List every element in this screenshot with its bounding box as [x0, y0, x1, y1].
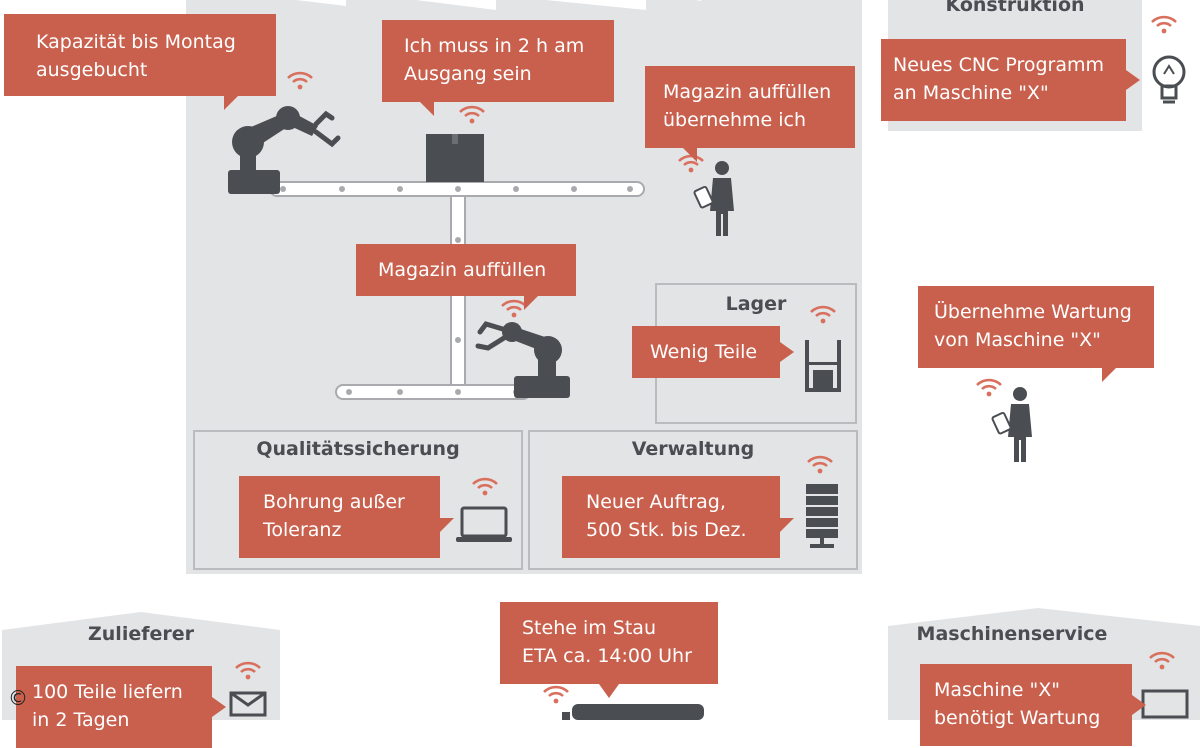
- wifi-icon: [500, 299, 528, 319]
- worker-tablet-icon: [990, 386, 1033, 463]
- wifi-icon: [677, 154, 705, 174]
- qualitaet-title: Qualitätssicherung: [256, 438, 460, 460]
- lager-title: Lager: [725, 293, 787, 315]
- bubble-magazin-uebernehme: Magazin auffüllen übernehme ich: [645, 66, 855, 162]
- laptop-icon: [456, 506, 512, 542]
- bubble-cnc: Neues CNC Programm an Maschine "X": [881, 39, 1140, 121]
- robot-arm-icon: [475, 321, 570, 398]
- bubble-maschine-wartung: Maschine "X" benötigt Wartung: [920, 664, 1146, 746]
- bubble-bohrung: Bohrung außer Toleranz: [239, 476, 454, 558]
- wifi-icon: [1148, 651, 1176, 671]
- box-icon: [426, 134, 484, 182]
- envelope-icon: [229, 691, 267, 717]
- bubble-kapazitaet: Kapazität bis Montag ausgebucht: [4, 14, 276, 110]
- bubble-wenig-teile: Wenig Teile: [632, 326, 794, 378]
- wifi-icon: [234, 661, 262, 681]
- conveyor-icon: [269, 181, 645, 400]
- server-icon: [806, 484, 838, 548]
- bubble-auftrag: Neuer Auftrag, 500 Stk. bis Dez.: [562, 476, 794, 558]
- wifi-icon: [806, 455, 834, 475]
- monitor-icon: [1141, 689, 1189, 719]
- wifi-icon: [809, 305, 837, 325]
- wifi-icon: [1150, 15, 1178, 35]
- bubble-teile-liefern: 100 Teile liefern in 2 Tagen: [16, 666, 226, 748]
- konstruktion-title: Konstruktion: [945, 0, 1085, 16]
- shelf-icon: [805, 340, 841, 392]
- wifi-icon: [542, 685, 570, 705]
- copyright-symbol: ©: [8, 686, 28, 710]
- zulieferer-title: Zulieferer: [88, 623, 194, 645]
- wifi-icon: [286, 71, 314, 91]
- lightbulb-icon: [1152, 55, 1186, 104]
- truck-icon: [562, 704, 704, 720]
- bubble-ausgang: Ich muss in 2 h am Ausgang sein: [382, 20, 614, 116]
- bubble-stau: Stehe im Stau ETA ca. 14:00 Uhr: [500, 602, 718, 698]
- worker-tablet-icon: [692, 160, 735, 237]
- factory-roof: [296, 0, 701, 10]
- maschinenservice-title: Maschinenservice: [916, 623, 1108, 645]
- robot-arm-icon: [228, 106, 341, 194]
- wifi-icon: [975, 378, 1003, 398]
- wifi-icon: [471, 477, 499, 497]
- bubble-wartung-uebernehme: Übernehme Wartung von Maschine "X": [918, 286, 1154, 382]
- verwaltung-title: Verwaltung: [631, 438, 755, 460]
- bubble-magazin: Magazin auffüllen: [356, 244, 576, 310]
- wifi-icon: [458, 105, 486, 125]
